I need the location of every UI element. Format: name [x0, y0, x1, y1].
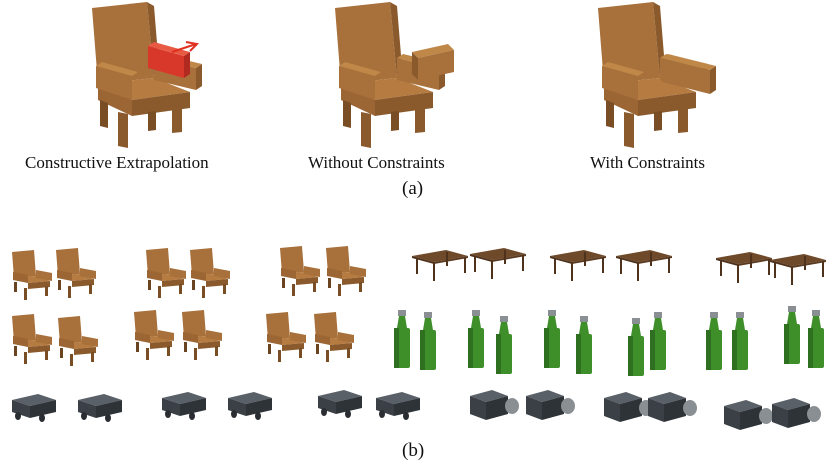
- chair-group-2: [12, 310, 354, 366]
- extrapolation-arrow: [171, 41, 200, 53]
- chair-group-1: [12, 246, 366, 300]
- chair-constructive-extrapolation: [92, 2, 202, 148]
- vehicle-group: [12, 390, 420, 422]
- caption-constructive-extrapolation: Constructive Extrapolation: [25, 153, 209, 172]
- caption-without-constraints: Without Constraints: [308, 153, 445, 172]
- floating-part: [412, 44, 454, 80]
- caption-with-constraints: With Constraints: [590, 153, 706, 172]
- chair-with-constraints: [598, 2, 716, 148]
- camera-group: [470, 390, 821, 430]
- panel-label-b: (b): [402, 440, 425, 461]
- table-group-1: [412, 248, 826, 285]
- bottle-group: [394, 306, 824, 376]
- highlight-part: [148, 46, 184, 78]
- panel-label-a: (a): [402, 178, 424, 199]
